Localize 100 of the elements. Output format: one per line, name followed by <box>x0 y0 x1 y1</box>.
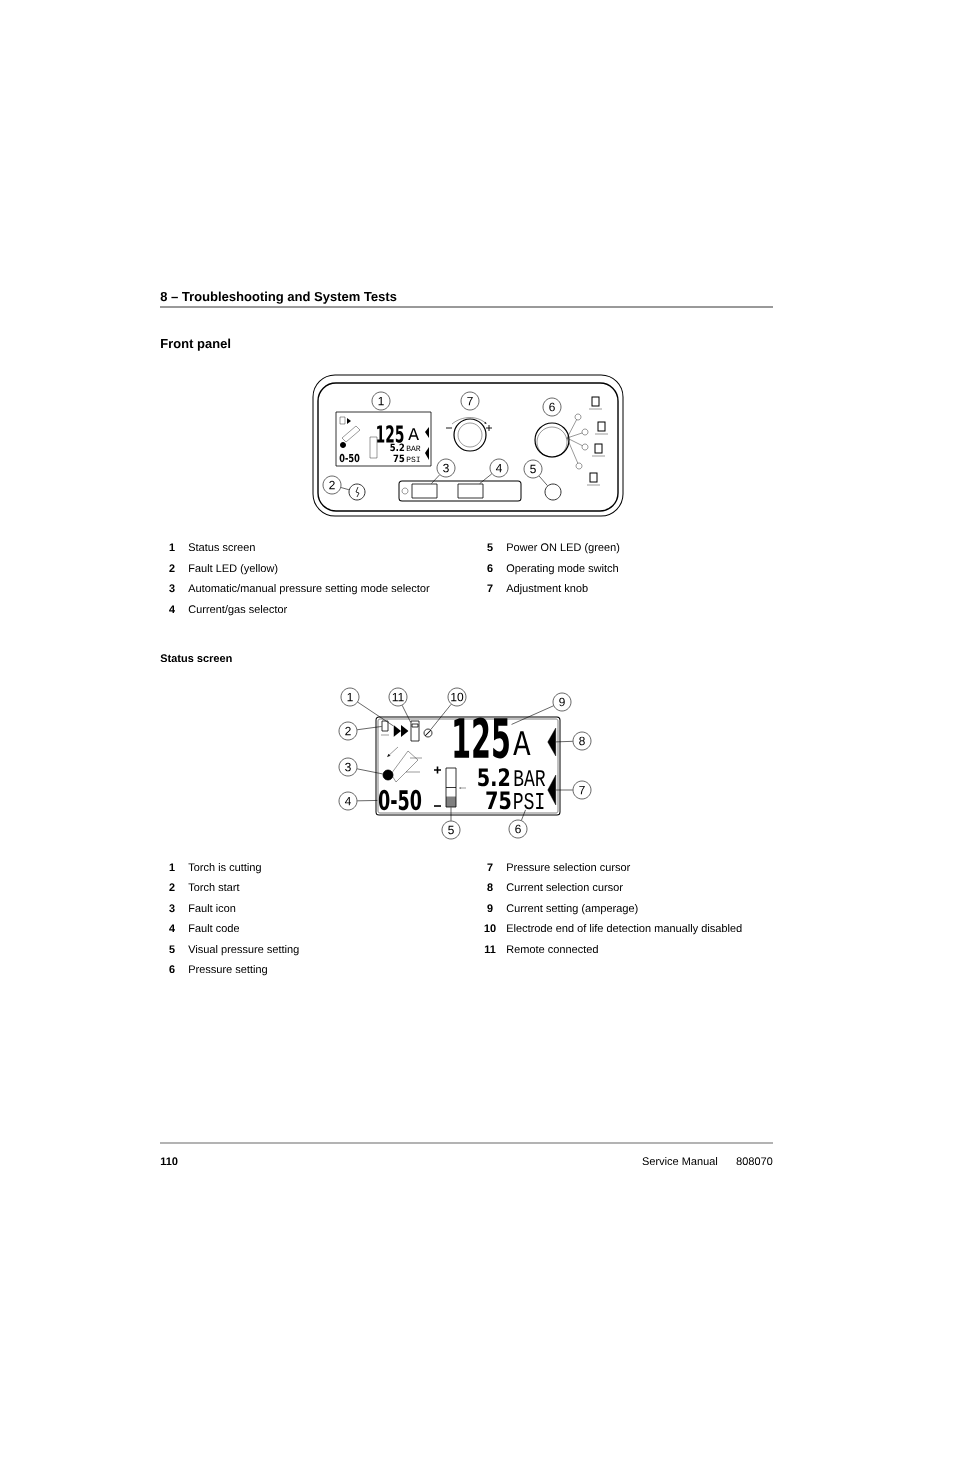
key-text: Automatic/manual pressure setting mode selector <box>188 584 430 595</box>
key-number: 6 <box>487 564 493 573</box>
key-text: Current setting (amperage) <box>506 904 638 915</box>
callout-number: 4 <box>338 791 358 811</box>
callout-number: 10 <box>447 687 467 707</box>
torch-start-icon <box>381 720 389 732</box>
key-number: 2 <box>169 564 175 572</box>
led <box>348 483 366 501</box>
display-readout: BAR <box>406 445 421 451</box>
key-number: 7 <box>487 584 493 592</box>
selector-button <box>411 483 438 499</box>
key-number: 11 <box>484 945 496 953</box>
led <box>544 483 562 501</box>
key-text: Torch is cutting <box>188 863 261 874</box>
key-number: 9 <box>487 904 493 913</box>
key-number: 10 <box>484 924 496 933</box>
display-readout: PSI <box>406 456 420 463</box>
display-readout: 0-50 <box>339 453 360 463</box>
key-text: Electrode end of life detection manually disabled <box>507 924 742 935</box>
callout-number: 7 <box>460 391 480 411</box>
display-readout: BAR <box>514 770 546 786</box>
display-readout: 125 <box>377 425 404 443</box>
current-readout: 125 <box>454 717 509 759</box>
callout-number: 2 <box>322 475 342 495</box>
key-text: Torch start <box>188 883 240 892</box>
key-text: Power ON LED (green) <box>507 543 620 554</box>
leader-line <box>511 705 554 725</box>
pressure-bar <box>445 767 457 808</box>
page-number: 110 <box>160 1157 178 1166</box>
leader-line <box>357 701 394 727</box>
footer-text: 808070 <box>736 1157 773 1166</box>
leader-line <box>450 807 452 821</box>
leader-line <box>356 726 382 731</box>
callout-number: 2 <box>338 721 358 741</box>
cursor <box>547 774 556 806</box>
key-text: Current selection cursor <box>506 883 623 892</box>
chapter-heading: 8 – Troubleshooting and System Tests <box>160 291 397 304</box>
leader-line <box>555 789 573 791</box>
display-readout: 5.2 <box>390 443 405 452</box>
section-heading: Front panel <box>161 338 231 351</box>
display-readout: 5.2 <box>478 768 510 787</box>
leader-line <box>430 703 452 730</box>
key-text: Adjustment knob <box>506 584 588 595</box>
torch-cutting-icon <box>393 725 409 737</box>
key-text: Remote connected <box>507 945 598 954</box>
key-text: Pressure selection cursor <box>507 863 631 872</box>
key-text: Visual pressure setting <box>188 945 299 956</box>
key-text: Current/gas selector <box>188 605 288 616</box>
leader-line <box>521 809 526 821</box>
key-number: 4 <box>169 605 175 613</box>
key-number: 3 <box>169 904 175 913</box>
callout-number: 5 <box>441 820 461 840</box>
key-text: Fault icon <box>189 904 236 913</box>
key-text: Fault code <box>189 924 240 933</box>
callout-number: 4 <box>489 458 509 478</box>
leader-line <box>538 475 548 486</box>
key-text: Pressure setting <box>189 965 267 976</box>
key-number: 2 <box>169 883 175 891</box>
callout-number: 1 <box>371 391 391 411</box>
callout-number: 8 <box>572 731 592 751</box>
callout-number: 11 <box>388 687 408 707</box>
key-text: Operating mode switch <box>506 564 618 575</box>
leader-line <box>479 473 493 484</box>
callout-number: 5 <box>523 459 543 479</box>
key-text: Fault LED (yellow) <box>189 564 278 575</box>
callout-number: 3 <box>338 757 358 777</box>
leader-line <box>340 487 350 491</box>
leader-line <box>401 705 411 723</box>
callout-number: 6 <box>508 819 528 839</box>
callout-number: 7 <box>572 780 592 800</box>
pressure-readout: PSI <box>514 792 544 810</box>
disabled-icon <box>423 728 433 738</box>
key-number: 8 <box>487 883 493 892</box>
callout-number: 9 <box>552 692 572 712</box>
key-number: 5 <box>487 543 493 552</box>
display-readout: A <box>513 731 531 755</box>
cursor <box>547 727 556 757</box>
key-number: 5 <box>169 945 175 954</box>
remote-icon <box>410 720 420 742</box>
key-number: 1 <box>169 543 175 551</box>
key-number: 7 <box>487 863 493 871</box>
key-number: 6 <box>169 965 175 974</box>
key-number: 4 <box>169 924 175 932</box>
leader-line <box>356 768 383 775</box>
section-heading: Status screen <box>160 654 232 663</box>
key-text: Status screen <box>188 543 255 552</box>
leader-line <box>431 474 440 484</box>
display-readout: 75 <box>486 791 511 810</box>
key-number: 3 <box>169 584 175 593</box>
callout-number: 3 <box>436 458 456 478</box>
fault-icon <box>382 769 394 781</box>
leader-line <box>555 741 573 743</box>
leader-line <box>357 800 378 802</box>
footer-text: Service Manual <box>642 1157 718 1166</box>
selector-button <box>457 483 484 499</box>
callout-number: 1 <box>340 687 360 707</box>
fault-code: 0-50 <box>378 789 422 811</box>
key-number: 1 <box>169 863 175 871</box>
display-readout: 75 <box>393 454 405 463</box>
display-readout: A <box>408 428 419 440</box>
